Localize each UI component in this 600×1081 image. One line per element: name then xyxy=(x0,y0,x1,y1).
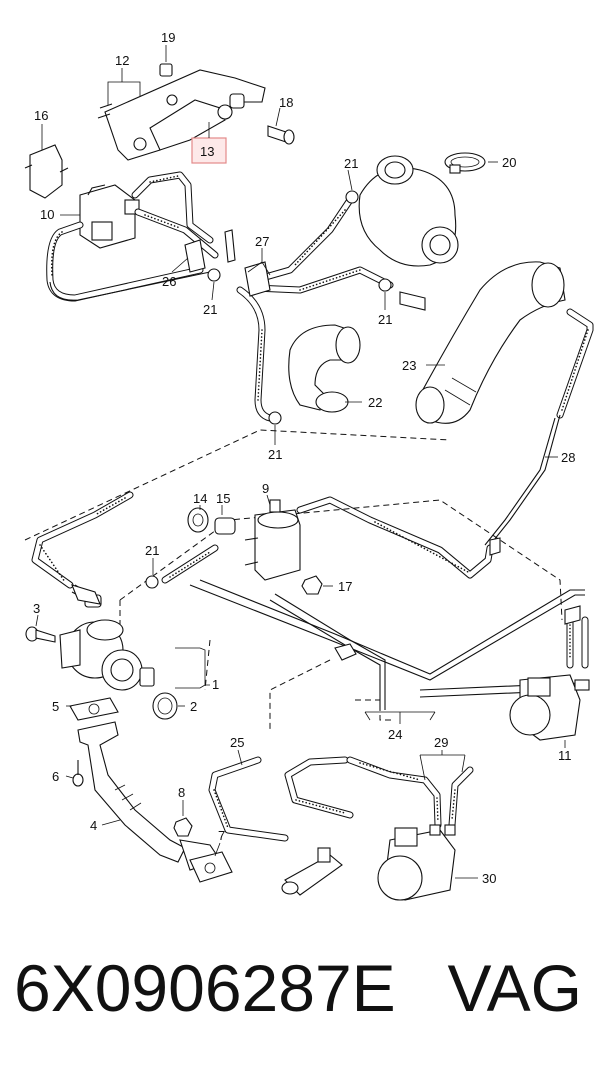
part-labels: 19 12 18 16 13 21 20 10 27 26 21 21 23 2… xyxy=(33,30,575,886)
label-21-lower: 21 xyxy=(268,447,282,462)
label-30: 30 xyxy=(482,871,496,886)
exploded-parts-diagram: 19 12 18 16 13 21 20 10 27 26 21 21 23 2… xyxy=(24,30,594,901)
label-12: 12 xyxy=(115,53,129,68)
label-20: 20 xyxy=(502,155,516,170)
assembly-group-outlines xyxy=(24,429,563,730)
label-9: 9 xyxy=(262,481,269,496)
label-28: 28 xyxy=(561,450,575,465)
label-19: 19 xyxy=(161,30,175,45)
label-8: 8 xyxy=(178,785,185,800)
label-24: 24 xyxy=(388,727,402,742)
leader-lines xyxy=(35,45,566,879)
bolt-6 xyxy=(72,760,84,787)
label-15: 15 xyxy=(216,491,230,506)
nut-17 xyxy=(301,575,323,595)
nut-8 xyxy=(173,817,193,837)
solenoid-11 xyxy=(509,674,590,741)
label-4: 4 xyxy=(90,818,97,833)
label-21-mid: 21 xyxy=(203,302,217,317)
egr-pipe-4 xyxy=(77,721,221,871)
label-1: 1 xyxy=(212,677,219,692)
label-21-bottom: 21 xyxy=(145,543,159,558)
label-2: 2 xyxy=(190,699,197,714)
egr-valve-1 xyxy=(59,584,155,691)
label-11: 11 xyxy=(558,748,572,763)
hose-clamps xyxy=(71,190,581,661)
label-22: 22 xyxy=(368,395,382,410)
pipe-22 xyxy=(288,324,361,413)
mount-16 xyxy=(24,144,69,199)
brand-name: VAG xyxy=(447,951,582,1025)
bolt-18 xyxy=(267,125,295,145)
label-21-right: 21 xyxy=(378,312,392,327)
label-16: 16 xyxy=(34,108,48,123)
vacuum-hoses xyxy=(31,171,594,842)
label-26: 26 xyxy=(162,274,176,289)
solenoid-valve-10 xyxy=(79,184,140,249)
label-10: 10 xyxy=(40,207,54,222)
label-29: 29 xyxy=(434,735,448,750)
bracket-assembly xyxy=(97,63,266,161)
label-18: 18 xyxy=(279,95,293,110)
label-21-top: 21 xyxy=(344,156,358,171)
label-13: 13 xyxy=(200,144,214,159)
part-number: 6X0906287E xyxy=(14,951,396,1025)
label-27: 27 xyxy=(255,234,269,249)
clamp-20 xyxy=(444,152,486,174)
part-13-highlight xyxy=(191,137,227,164)
rigid-lines xyxy=(49,271,585,710)
label-25: 25 xyxy=(230,735,244,750)
label-3: 3 xyxy=(33,601,40,616)
label-6: 6 xyxy=(52,769,59,784)
bolt-3 xyxy=(25,626,56,643)
label-17: 17 xyxy=(338,579,352,594)
label-23: 23 xyxy=(402,358,416,373)
grommet-14 xyxy=(187,507,209,533)
sleeve-15 xyxy=(214,517,236,535)
solenoid-30 xyxy=(377,824,456,901)
connector-25 xyxy=(281,847,343,896)
label-14: 14 xyxy=(193,491,207,506)
turbocharger xyxy=(358,155,459,267)
pressure-converter-9 xyxy=(244,499,301,581)
label-5: 5 xyxy=(52,699,59,714)
label-7: 7 xyxy=(218,828,225,843)
intake-hose-23 xyxy=(415,261,566,424)
